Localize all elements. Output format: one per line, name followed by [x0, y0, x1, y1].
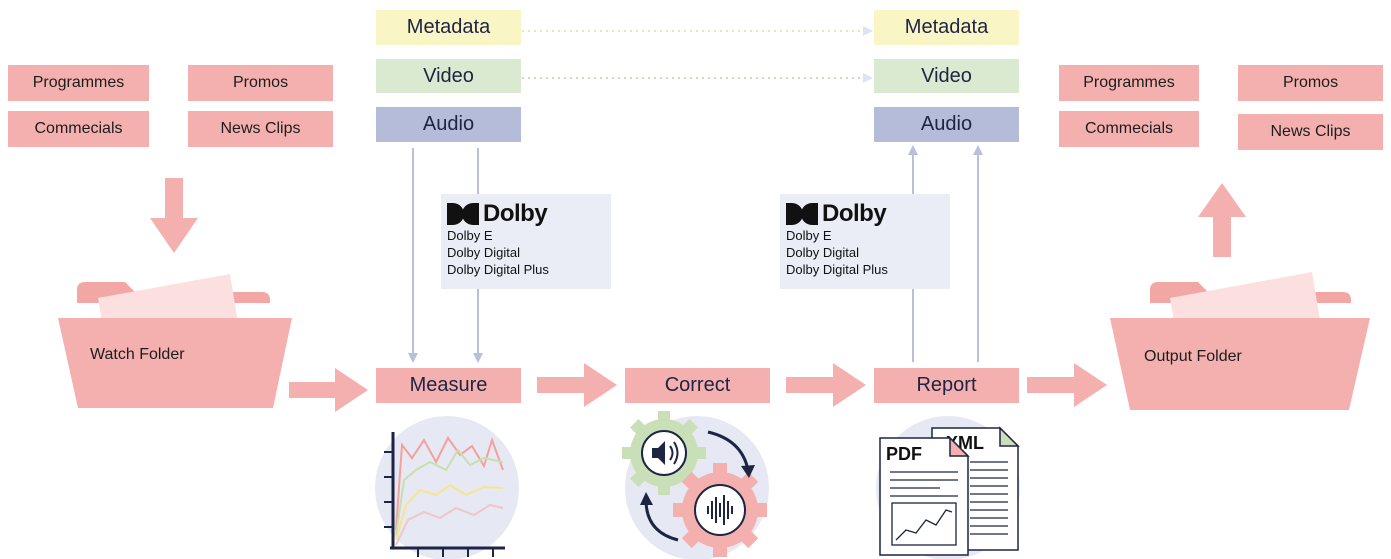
- input-video: Video: [376, 59, 521, 93]
- correct-to-report-arrow: [786, 363, 866, 407]
- source-commercials-right: Commecials: [1059, 111, 1199, 147]
- input-metadata: Metadata: [376, 10, 521, 45]
- watch-to-measure-arrow: [289, 368, 368, 412]
- dolby-panel-output: Dolby Dolby E Dolby Digital Dolby Digita…: [780, 194, 950, 289]
- output-video: Video: [874, 59, 1019, 93]
- input-audio: Audio: [376, 107, 521, 142]
- dolby-panel-input: Dolby Dolby E Dolby Digital Dolby Digita…: [441, 194, 611, 289]
- source-promos-left: Promos: [188, 65, 333, 101]
- output-up-arrow: [1198, 183, 1246, 257]
- dolby-logo-icon: Dolby: [447, 200, 611, 227]
- step-correct: Correct: [625, 368, 770, 403]
- source-programmes-right: Programmes: [1059, 65, 1199, 101]
- ingest-down-arrow: [150, 178, 198, 253]
- document-pdf-icon: PDF: [879, 436, 970, 556]
- dolby-format-1: Dolby E: [447, 228, 493, 243]
- source-news-clips-left: News Clips: [188, 111, 333, 147]
- dolby-format-3: Dolby Digital Plus: [447, 262, 549, 277]
- line-chart-icon: [375, 416, 519, 559]
- watch-folder-label: Watch Folder: [90, 346, 185, 363]
- output-audio: Audio: [874, 107, 1019, 142]
- source-news-clips-right: News Clips: [1238, 114, 1383, 150]
- output-folder-label: Output Folder: [1144, 348, 1242, 365]
- dolby-format-2: Dolby Digital: [447, 245, 520, 260]
- dolby-format-3: Dolby Digital Plus: [786, 262, 888, 277]
- dolby-format-1: Dolby E: [786, 228, 832, 243]
- source-commercials-left: Commecials: [8, 111, 149, 147]
- report-documents-icon: XML PDF: [876, 416, 1020, 559]
- dolby-brand-text: Dolby: [483, 200, 548, 227]
- report-to-output-arrow: [1027, 363, 1107, 407]
- source-promos-right: Promos: [1238, 65, 1383, 101]
- output-folder-icon: [1110, 272, 1370, 410]
- watch-folder-icon: [58, 274, 292, 408]
- dolby-brand-text: Dolby: [822, 200, 887, 227]
- step-measure: Measure: [376, 368, 521, 403]
- gears-audio-icon: [622, 411, 769, 559]
- dolby-logo-icon: Dolby: [786, 200, 950, 227]
- dolby-double-d-icon: [786, 203, 818, 225]
- measure-to-correct-arrow: [537, 363, 617, 407]
- dolby-format-2: Dolby Digital: [786, 245, 859, 260]
- output-metadata: Metadata: [874, 10, 1019, 45]
- source-programmes-left: Programmes: [8, 65, 149, 101]
- dolby-double-d-icon: [447, 203, 479, 225]
- svg-text:PDF: PDF: [886, 444, 922, 464]
- step-report: Report: [874, 368, 1019, 403]
